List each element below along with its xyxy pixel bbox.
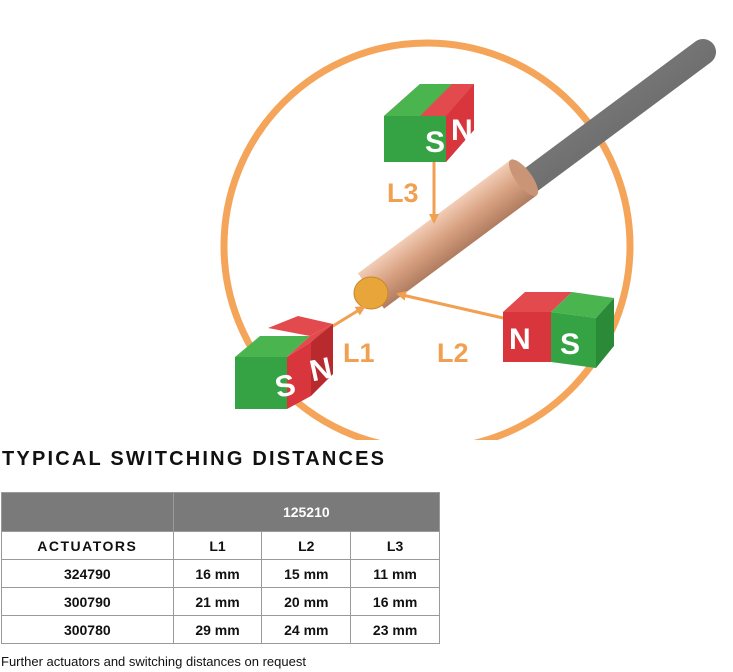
sensor-diagram: L3 L1 L2 S N N S S N: [220, 39, 716, 440]
detection-circle: [220, 39, 634, 440]
table-header-blank: [1, 492, 174, 532]
label-l3: L3: [387, 178, 419, 208]
table-cell: 16 mm: [172, 559, 263, 588]
magnet-right-n: N: [509, 323, 531, 356]
table-cell: 324790: [1, 559, 174, 588]
column-l3: L3: [350, 531, 440, 560]
magnet-left: S N: [235, 316, 335, 409]
table-cell: 20 mm: [261, 587, 352, 616]
section-title: TYPICAL SWITCHING DISTANCES: [2, 448, 387, 470]
table-cell: 300790: [1, 587, 174, 616]
table-cell: 23 mm: [350, 615, 440, 644]
table-header-product: 125210: [172, 492, 441, 532]
arrow-l2: [396, 290, 504, 320]
sensor-cable: [507, 39, 716, 201]
footnote: Further actuators and switching distance…: [1, 654, 306, 669]
magnet-top-s: S: [425, 126, 445, 159]
table-row: 300780 29 mm 24 mm 23 mm: [1, 615, 440, 644]
label-l2: L2: [437, 338, 469, 368]
table-header-row: 125210: [1, 492, 441, 532]
label-l1: L1: [343, 338, 375, 368]
table-column-row: ACTUATORS L1 L2 L3: [1, 531, 440, 560]
magnet-top: S N: [384, 84, 474, 162]
table-row: 324790 16 mm 15 mm 11 mm: [1, 559, 440, 588]
table-cell: 300780: [1, 615, 174, 644]
table-cell: 11 mm: [350, 559, 440, 588]
column-actuators: ACTUATORS: [1, 531, 174, 560]
sensor-face: [353, 276, 389, 310]
sensor-body: [357, 159, 539, 309]
magnet-right-s: S: [560, 328, 580, 361]
table-cell: 21 mm: [172, 587, 263, 616]
table-cell: 16 mm: [350, 587, 440, 616]
table-row: 300790 21 mm 20 mm 16 mm: [1, 587, 440, 616]
table-cell: 15 mm: [261, 559, 352, 588]
table-cell: 29 mm: [172, 615, 263, 644]
column-l2: L2: [261, 531, 352, 560]
magnet-right: N S: [503, 292, 614, 368]
column-l1: L1: [172, 531, 263, 560]
magnet-top-n: N: [451, 114, 473, 147]
table-cell: 24 mm: [261, 615, 352, 644]
switching-distance-table: 125210 ACTUATORS L1 L2 L3 324790 16 mm 1…: [1, 492, 441, 644]
